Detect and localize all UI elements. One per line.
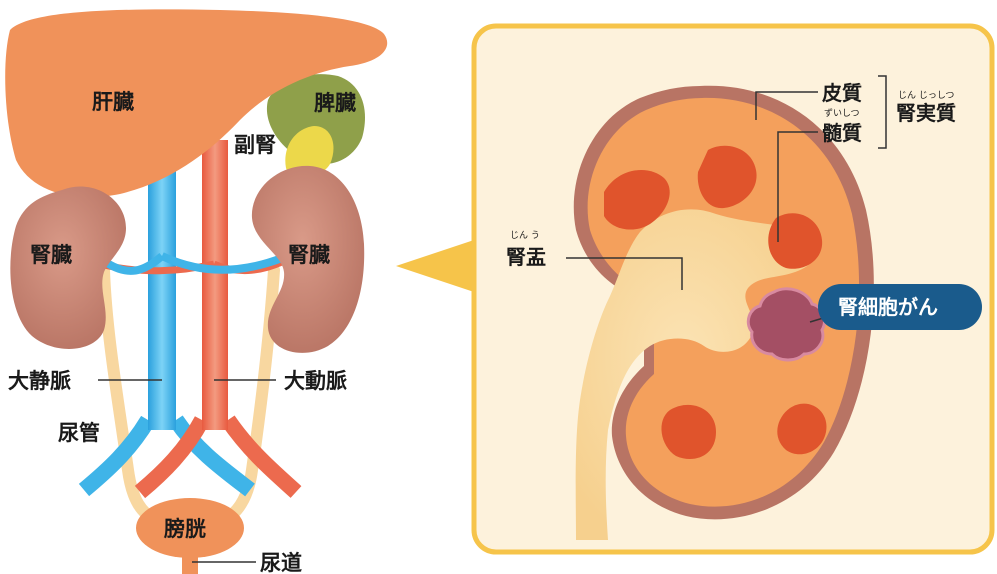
label-kidney-right: 腎臓 bbox=[288, 243, 330, 267]
label-kidney-left: 腎臓 bbox=[30, 243, 72, 267]
ruby-pelvis: じん う bbox=[510, 230, 540, 241]
label-bladder: 膀胱 bbox=[163, 517, 206, 541]
ruby-medulla: ずいしつ bbox=[824, 108, 859, 119]
label-liver: 肝臓 bbox=[92, 90, 134, 114]
urethra bbox=[182, 556, 198, 574]
kidney-detail-panel: 皮質 ずいしつ 髄質 じん じっしつ 腎実質 じん う 腎盂 腎細胞がん bbox=[474, 26, 992, 552]
callout-pointer bbox=[396, 240, 474, 292]
label-medulla: 髄質 bbox=[822, 121, 862, 145]
label-vena-cava: 大静脈 bbox=[8, 369, 71, 393]
label-pelvis: 腎盂 bbox=[506, 245, 546, 269]
label-urethra: 尿道 bbox=[260, 551, 302, 574]
label-ureter: 尿管 bbox=[58, 421, 100, 445]
label-aorta: 大動脈 bbox=[284, 369, 347, 393]
label-cortex: 皮質 bbox=[822, 81, 862, 105]
tumor-badge-label: 腎細胞がん bbox=[838, 295, 938, 319]
label-adrenal: 副腎 bbox=[234, 133, 276, 157]
ruby-parenchyma: じん じっしつ bbox=[898, 90, 954, 101]
label-parenchyma: 腎実質 bbox=[896, 101, 956, 125]
aorta bbox=[202, 140, 228, 430]
label-spleen: 脾臓 bbox=[314, 91, 356, 115]
organ-overview: 肝臓 脾臓 副腎 腎臓 腎臓 大静脈 大動脈 尿管 膀胱 尿道 bbox=[5, 9, 387, 574]
